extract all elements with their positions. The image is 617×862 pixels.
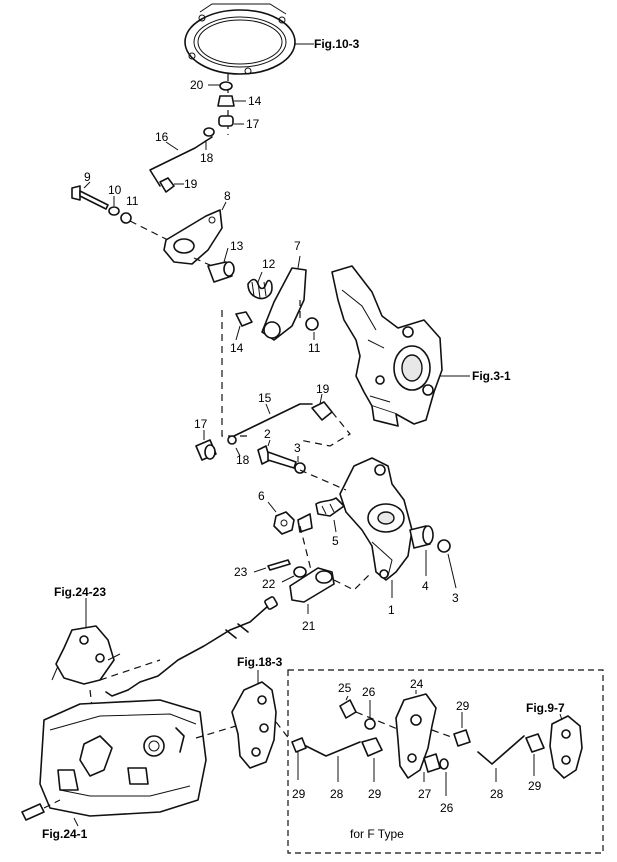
rod-28-left [305, 741, 361, 757]
callout-19: 19 [184, 177, 198, 191]
callout-29-mid: 29 [368, 787, 382, 801]
callout-29-upper: 29 [456, 699, 470, 713]
spring-5 [315, 497, 345, 517]
clip-19-mid [311, 401, 333, 421]
callout-3b: 3 [452, 591, 459, 605]
spring-12 [247, 278, 273, 300]
fig-ref-24-1: Fig.24-1 [42, 827, 88, 841]
callout-10: 10 [108, 183, 122, 197]
bracket-5 [297, 513, 313, 533]
nut-6 [273, 511, 295, 535]
lower-cover [39, 699, 207, 817]
cable-bracket [51, 625, 121, 685]
callout-3: 3 [294, 441, 301, 455]
callout-6: 6 [258, 489, 265, 503]
callout-14: 14 [248, 94, 262, 108]
callout-15: 15 [258, 391, 272, 405]
callout-27: 27 [418, 787, 432, 801]
cotter-pin-23 [267, 559, 291, 571]
clip-29-right [525, 733, 545, 753]
washer-26-bottom [439, 758, 449, 770]
throttle-cable [105, 596, 278, 697]
fig-ref-24-23: Fig.24-23 [54, 585, 106, 599]
callout-23: 23 [234, 565, 248, 579]
washer-3-right [437, 539, 451, 553]
bolt-9-shank [79, 190, 109, 210]
callout-16: 16 [155, 130, 169, 144]
callout-17: 17 [246, 117, 260, 131]
callout-8: 8 [224, 189, 231, 203]
lever-24 [395, 693, 437, 779]
grommet [21, 803, 45, 821]
clip-19-top [159, 177, 175, 193]
washer-20 [219, 81, 233, 91]
callout-5: 5 [332, 534, 339, 548]
washer-11-mid [305, 317, 319, 331]
callout-1: 1 [388, 603, 395, 617]
callout-26-top: 26 [362, 685, 376, 699]
fig-ref-9-7: Fig.9-7 [526, 701, 565, 715]
linkage-lever-18-3 [231, 681, 277, 769]
clip-18-top [203, 127, 215, 137]
bolt-25 [339, 699, 357, 719]
callout-19b: 19 [316, 382, 330, 396]
fig-ref-3-1: Fig.3-1 [472, 369, 511, 383]
callout-28-left: 28 [330, 787, 344, 801]
callout-14b: 14 [230, 341, 244, 355]
lever-8 [163, 209, 223, 265]
callout-7: 7 [294, 239, 301, 253]
throttle-lever-1 [339, 457, 413, 581]
clip-29-left [291, 737, 307, 753]
callout-28-right: 28 [490, 787, 504, 801]
callout-22: 22 [262, 577, 276, 591]
f-type-inset-box [287, 669, 604, 854]
inset-note: for F Type [350, 827, 404, 841]
callout-2: 2 [264, 427, 271, 441]
callout-26-bottom: 26 [440, 801, 454, 815]
callout-20: 20 [190, 78, 204, 92]
collar-27 [423, 753, 441, 773]
clip-29-mid [361, 737, 383, 757]
nut-14-top [217, 95, 235, 107]
callout-12: 12 [262, 257, 276, 271]
gasket-ring [184, 3, 296, 75]
bolt-2-shank [267, 451, 297, 469]
rod-15 [233, 403, 313, 437]
joint-17-top [218, 115, 234, 127]
lever-fig-9-7 [549, 715, 583, 779]
washer-22 [293, 566, 307, 578]
callout-21: 21 [302, 619, 316, 633]
callout-11b: 11 [308, 341, 321, 355]
callout-11: 11 [126, 194, 139, 208]
callout-29-left: 29 [292, 787, 306, 801]
callout-4: 4 [422, 579, 429, 593]
bolt-9-head [71, 185, 81, 201]
callout-24: 24 [410, 677, 424, 691]
callout-18b: 18 [236, 453, 250, 467]
callout-9: 9 [84, 170, 91, 184]
fig-ref-18-3: Fig.18-3 [237, 655, 283, 669]
rod-16 [149, 136, 213, 187]
clip-29-upper [453, 729, 471, 747]
callout-29-right: 29 [528, 779, 542, 793]
washer-11-top [120, 212, 132, 224]
engine-block [331, 265, 443, 427]
clip-18-mid [227, 435, 237, 445]
callout-25: 25 [338, 681, 352, 695]
callout-18: 18 [200, 151, 214, 165]
callout-17b: 17 [194, 417, 208, 431]
joint-14-mid [235, 311, 253, 327]
callout-13: 13 [230, 239, 244, 253]
washer-26-top [364, 718, 376, 730]
washer-10 [108, 206, 120, 216]
fig-ref-10-3: Fig.10-3 [314, 37, 360, 51]
rod-28-right [477, 735, 525, 765]
